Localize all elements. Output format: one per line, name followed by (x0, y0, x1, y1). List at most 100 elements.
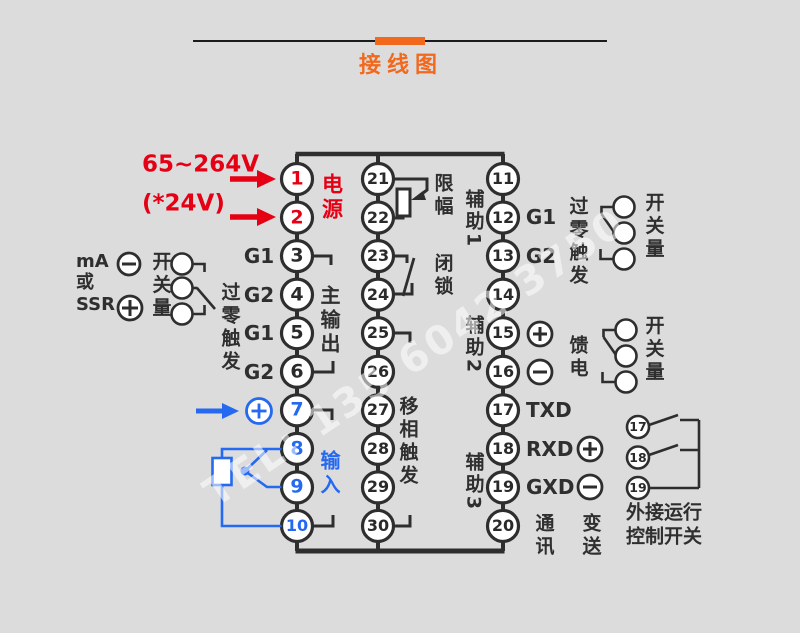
zero-cross-left-label: 过零触发 (218, 282, 241, 374)
terminal-circle-20 (485, 508, 521, 544)
terminal-9: 9 (290, 475, 304, 498)
transmit-label: 变送 (579, 513, 602, 559)
terminal-circle-16 (485, 354, 521, 389)
switch-qty-right1-label: 开关量 (642, 192, 665, 262)
terminal-18: 18 (491, 438, 515, 458)
terminal-circle-25 (360, 316, 396, 351)
switch-right-zero-cross-symbol (599, 195, 636, 271)
jumper-brackets (313, 254, 412, 528)
external-terminal-18: 18 (629, 449, 647, 465)
ma-ssr-polarity-symbols (116, 251, 144, 322)
terminal-15: 15 (491, 323, 515, 343)
terminal-25: 25 (366, 323, 390, 343)
external-caption-line1: 外接运行 (626, 501, 703, 524)
terminal-circle-5 (279, 316, 315, 351)
gate-label-6: G2 (243, 360, 275, 384)
gate-label-4: G2 (243, 283, 275, 307)
comm-label: 通讯 (532, 513, 555, 559)
txd-label: TXD (526, 398, 572, 422)
g2-right-label: G2 (525, 244, 557, 268)
terminal-8: 8 (290, 437, 304, 460)
feed-polarity-symbols (526, 320, 554, 386)
power-voltage-label: 65~264V (142, 151, 260, 178)
terminal-19: 19 (491, 477, 515, 497)
terminal-1: 1 (290, 167, 304, 190)
terminal-4: 4 (290, 283, 304, 306)
terminal-2: 2 (290, 206, 304, 229)
rxd-label: RXD (526, 437, 574, 461)
terminal-circle-19 (485, 470, 521, 505)
feed-label: 馈电 (566, 335, 589, 381)
switch-qty-left-label: 开关量 (149, 251, 172, 321)
terminal-circle-24 (360, 277, 396, 312)
terminal-13: 13 (491, 246, 515, 266)
input-plus-symbol (245, 397, 273, 425)
external-terminal-circle-17 (625, 414, 651, 440)
terminal-circle-3 (279, 239, 315, 274)
terminal-3: 3 (290, 244, 304, 267)
terminal-14: 14 (491, 284, 515, 304)
external-switch-lines (648, 413, 701, 490)
interlock-switch-symbol (394, 254, 416, 297)
terminal-circle-14 (485, 277, 521, 312)
zero-cross-right-label: 过零触发 (566, 196, 589, 288)
limit-potentiometer-symbol (394, 177, 429, 220)
terminal-16: 16 (491, 361, 515, 381)
terminal-circle-7 (279, 393, 315, 428)
terminal-circle-15 (485, 316, 521, 351)
ssr-label: SSR (76, 294, 115, 315)
input-label: 输入 (317, 450, 341, 498)
comm-polarity-symbols (576, 435, 604, 501)
g1-right-label: G1 (525, 205, 557, 229)
or-label: 或 (76, 272, 94, 293)
power-label: 电源 (319, 173, 344, 223)
terminal-21: 21 (366, 169, 390, 188)
interlock-label: 闭锁 (431, 253, 454, 299)
switch-left-symbol (170, 252, 216, 326)
gate-label-5: G1 (243, 321, 275, 345)
terminal-27: 27 (366, 400, 390, 420)
ma-label: mA (76, 251, 109, 272)
external-terminal-circle-18 (625, 445, 651, 470)
aux1-label: 辅助1 (462, 188, 485, 250)
terminal-29: 29 (366, 477, 390, 497)
terminal-circles (279, 161, 521, 544)
aux2-label: 辅助2 (462, 314, 485, 376)
gxd-label: GXD (526, 475, 575, 499)
aux3-label: 辅助3 (462, 451, 485, 513)
terminal-11: 11 (491, 169, 515, 188)
gate-label-3: G1 (243, 244, 275, 268)
terminal-circle-26 (360, 354, 396, 389)
terminal-circle-30 (360, 508, 396, 544)
terminal-17: 17 (491, 400, 515, 420)
terminal-24: 24 (366, 284, 390, 304)
terminal-circle-17 (485, 393, 521, 428)
limit-label: 限幅 (431, 173, 454, 219)
terminal-circle-23 (360, 239, 396, 274)
power-arrows (230, 170, 276, 226)
header-divider-accent (375, 37, 425, 45)
power-alt-voltage-label: (*24V) (142, 190, 225, 217)
terminal-circle-21 (360, 161, 396, 197)
terminal-26: 26 (366, 361, 390, 381)
terminal-circle-6 (279, 354, 315, 389)
external-terminal-19: 19 (629, 479, 647, 495)
terminal-5: 5 (290, 321, 304, 344)
terminal-circle-12 (485, 200, 521, 235)
terminal-circle-11 (485, 161, 521, 197)
switch-qty-right2-label: 开关量 (642, 315, 665, 385)
main-output-label: 主输出 (317, 285, 341, 357)
terminal-28: 28 (366, 438, 390, 458)
terminal-circle-29 (360, 470, 396, 505)
external-terminal-17: 17 (629, 418, 647, 434)
terminal-circle-1 (279, 161, 315, 197)
terminal-6: 6 (290, 360, 304, 383)
terminal-circle-27 (360, 393, 396, 428)
terminal-circle-22 (360, 200, 396, 235)
terminal-22: 22 (366, 207, 390, 227)
terminal-10: 10 (285, 515, 309, 535)
terminal-30: 30 (366, 515, 390, 535)
terminal-circle-2 (279, 200, 315, 235)
